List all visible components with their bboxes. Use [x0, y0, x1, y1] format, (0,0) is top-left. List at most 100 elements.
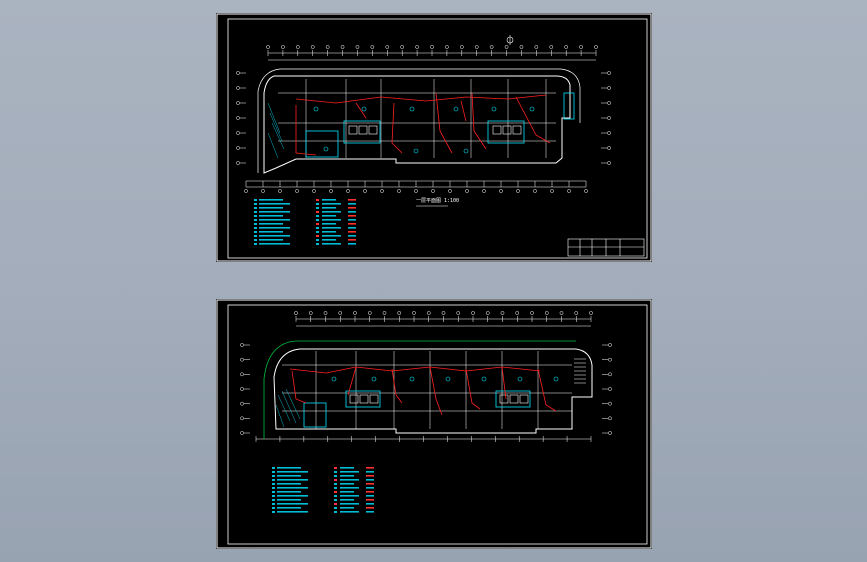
- legend-text-line: [322, 215, 336, 217]
- legend-symbol: [316, 227, 319, 229]
- axis-bubble: [474, 45, 479, 49]
- axis-bubble: [544, 311, 549, 315]
- axis-bubble: [236, 86, 240, 90]
- legend-symbol: [334, 507, 337, 509]
- legend-symbol: [316, 243, 319, 245]
- legend-symbol: [334, 511, 337, 513]
- legend-text-line: [348, 227, 356, 229]
- axis-bubble: [266, 45, 270, 49]
- building-outline: [263, 75, 571, 174]
- legend-symbol: [316, 231, 319, 233]
- legend-text-line: [348, 235, 356, 237]
- legend-symbol: [316, 215, 319, 217]
- legend-text-line: [348, 207, 356, 209]
- legend-text-line: [348, 203, 356, 205]
- legend-text-line: [366, 499, 374, 501]
- axis-bubble: [426, 311, 431, 315]
- legend-text-line: [366, 503, 374, 505]
- legend-symbol: [334, 467, 337, 469]
- axis-bubble: [445, 45, 449, 49]
- dim-ticks: [266, 45, 598, 56]
- legend-text-line: [277, 483, 301, 485]
- legend-symbol: [254, 239, 257, 241]
- legend-text-line: [322, 219, 341, 221]
- legend-symbol: [254, 203, 257, 205]
- legend-text-line: [322, 227, 341, 229]
- legend-symbol: [254, 223, 257, 225]
- axis-bubble: [346, 189, 350, 193]
- building-outline: [273, 348, 593, 434]
- legend-text-line: [277, 511, 308, 513]
- legend-symbol: [334, 479, 337, 481]
- axis-bubble: [607, 101, 611, 105]
- legend-text-line: [259, 239, 283, 241]
- legend-symbol: [316, 219, 319, 221]
- axis-bubble: [607, 131, 611, 135]
- axis-bubble: [382, 311, 387, 315]
- outer-frame: [216, 299, 652, 549]
- legend-text-line: [366, 487, 374, 489]
- legend-symbol: [272, 487, 275, 489]
- axis-bubble: [579, 45, 583, 49]
- legend-symbol: [316, 207, 319, 209]
- legend-symbol: [254, 215, 257, 217]
- legend-symbol: [272, 499, 275, 501]
- legend-symbol: [316, 211, 319, 213]
- axis-bubble: [308, 311, 313, 315]
- axis-bubble: [584, 189, 588, 193]
- legend-text-line: [348, 211, 356, 213]
- legend-text-line: [340, 511, 359, 513]
- legend-text-line: [277, 475, 301, 477]
- dim-ticks: [244, 181, 588, 193]
- floor-plan-upper: [216, 13, 652, 262]
- legend-text-line: [340, 487, 359, 489]
- legend-text-line: [322, 239, 336, 241]
- axis-bubble: [456, 311, 461, 315]
- axis-bubble: [607, 86, 611, 90]
- legend-text-line: [259, 219, 290, 221]
- legend-text-line: [366, 471, 374, 473]
- axis-bubble: [236, 101, 240, 105]
- legend-symbol: [316, 239, 319, 241]
- axis-bubble: [295, 45, 300, 49]
- axis-bubble: [589, 311, 593, 315]
- legend-symbol: [316, 235, 319, 237]
- dim-ticks: [294, 311, 593, 322]
- legend-text-line: [322, 223, 336, 225]
- legend-text-line: [322, 211, 341, 213]
- axis-bubble: [608, 372, 612, 377]
- dim-ticks: [255, 436, 592, 442]
- legend-text-line: [277, 507, 301, 509]
- axis-bubble: [380, 189, 384, 193]
- legend-symbol: [254, 199, 257, 201]
- legend-text-line: [348, 239, 356, 241]
- interior-walls: [278, 79, 556, 158]
- axis-bubble: [459, 45, 464, 49]
- axis-bubble: [312, 189, 316, 193]
- axis-bubble: [236, 146, 240, 150]
- legend-text-line: [366, 511, 374, 513]
- axis-bubble: [397, 189, 401, 193]
- legend-symbol: [272, 503, 275, 505]
- legend-symbol: [334, 491, 337, 493]
- legend-text-line: [259, 203, 290, 205]
- axis-bubble: [310, 45, 315, 49]
- axis-bubble: [261, 189, 265, 193]
- axis-bubble: [489, 45, 494, 49]
- axis-bubble: [363, 189, 367, 193]
- legend-text-line: [277, 491, 301, 493]
- stair-treads: [574, 358, 586, 384]
- axis-bubble: [329, 189, 333, 193]
- legend-text-line: [340, 467, 354, 469]
- axis-bubble: [278, 189, 282, 193]
- axis-bubble: [236, 161, 240, 165]
- legend-text-line: [348, 199, 356, 201]
- ceiling-outlets: [331, 376, 559, 382]
- legend-text-line: [277, 499, 301, 501]
- axis-bubble: [412, 311, 416, 315]
- legend-symbol: [254, 211, 257, 213]
- drawing-sheet-lower: [216, 299, 652, 549]
- legend-text-line: [340, 491, 354, 493]
- legend-symbol: [272, 471, 275, 473]
- legend-symbol: [316, 199, 319, 201]
